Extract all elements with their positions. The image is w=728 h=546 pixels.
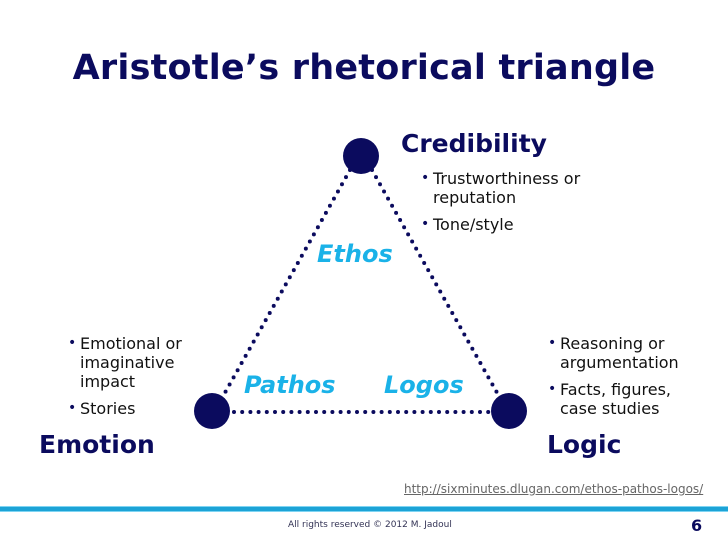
slide-title: Aristotle’s rhetorical triangle (72, 48, 656, 88)
footer-divider (0, 506, 728, 512)
bullet-item: Emotional or imaginative impact (68, 334, 208, 391)
node-logic (491, 393, 527, 429)
node-credibility (343, 138, 379, 174)
credibility-bullets: Trustworthiness or reputation Tone/style (421, 169, 591, 242)
bullet-item: Tone/style (421, 215, 591, 234)
pathos-label: Pathos (244, 371, 336, 399)
logic-heading: Logic (547, 430, 622, 459)
edge-ethos-logos (370, 168, 502, 400)
logic-bullets: Reasoning or argumentation Facts, figure… (548, 334, 708, 426)
copyright-footer: All rights reserved © 2012 M. Jadoul (288, 520, 452, 530)
bullet-item: Stories (68, 399, 208, 418)
bullet-item: Facts, figures, case studies (548, 380, 708, 418)
source-link[interactable]: http://sixminutes.dlugan.com/ethos-patho… (404, 482, 704, 496)
edge-ethos-pathos (220, 168, 352, 400)
page-number: 6 (691, 516, 703, 535)
credibility-heading: Credibility (401, 129, 547, 158)
ethos-label: Ethos (317, 240, 393, 268)
bullet-item: Trustworthiness or reputation (421, 169, 591, 207)
emotion-bullets: Emotional or imaginative impact Stories (68, 334, 208, 426)
emotion-heading: Emotion (39, 430, 155, 459)
bullet-item: Reasoning or argumentation (548, 334, 708, 372)
logos-label: Logos (384, 371, 464, 399)
